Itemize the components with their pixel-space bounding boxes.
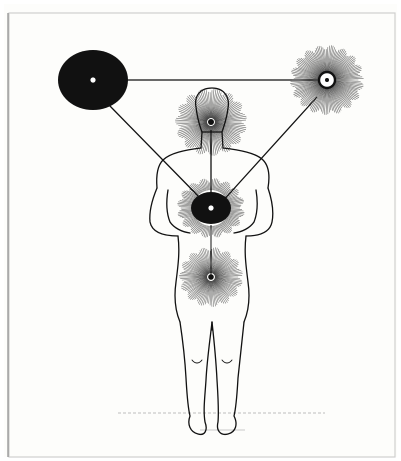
top-left-center bbox=[58, 50, 128, 110]
top-right-dot bbox=[325, 78, 329, 82]
top-left-dot bbox=[90, 77, 95, 82]
chest-center bbox=[191, 192, 231, 224]
abdomen-center bbox=[208, 274, 214, 280]
head-center-dot bbox=[208, 119, 214, 125]
chest-center-dot bbox=[208, 205, 213, 210]
head-center bbox=[208, 119, 214, 125]
abdomen-center-dot bbox=[208, 274, 214, 280]
